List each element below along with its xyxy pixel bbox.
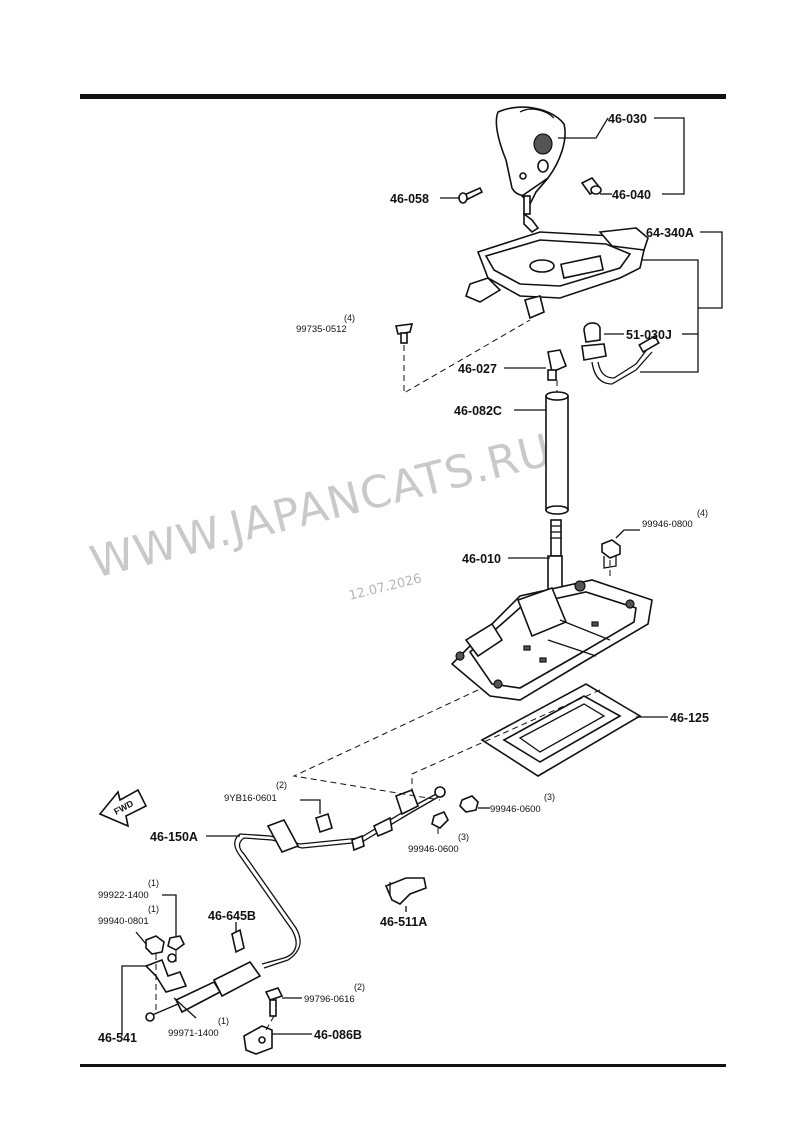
label-99946-0600-a: 99946-0600 (490, 804, 541, 815)
shift-knob (495, 106, 566, 206)
label-99735-0512: 99735-0512 (296, 324, 347, 335)
label-46-541: 46-541 (98, 1031, 137, 1045)
label-99946-0800: 99946-0800 (642, 519, 693, 530)
bottom-rule (80, 1064, 726, 1067)
label-99922-1400: 99922-1400 (98, 890, 149, 901)
callout-labels: 46-030 46-040 46-058 64-340A (4) 99735-0… (98, 112, 709, 1045)
watermark-date: 12.07.2026 (347, 571, 423, 604)
label-64-340A: 64-340A (646, 226, 694, 240)
leader-lines (121, 117, 723, 1036)
assembly-lines (155, 319, 611, 1031)
shift-tube (545, 391, 569, 515)
fwd-arrow-icon: FWD (98, 788, 148, 828)
qty-99940-0801: (1) (148, 904, 159, 914)
label-46-040: 46-040 (612, 188, 651, 202)
shift-clip (547, 349, 568, 381)
bolt (264, 987, 284, 1017)
panel-screw (395, 323, 414, 344)
indicator-panel (465, 227, 649, 320)
top-rule (80, 94, 726, 99)
label-46-058: 46-058 (390, 192, 429, 206)
cable-bracket (384, 877, 427, 905)
label-99946-0600-b: 99946-0600 (408, 844, 459, 855)
label-46-082C: 46-082C (454, 404, 502, 418)
qty-99796-0616: (2) (354, 982, 365, 992)
qty-9YB16-0601: (2) (276, 780, 287, 790)
label-46-511A: 46-511A (380, 915, 427, 929)
base-nut (601, 539, 621, 569)
knob-rod (523, 195, 540, 234)
cable-clip (315, 812, 333, 834)
qty-99735-0512: (4) (344, 313, 355, 323)
label-46-086B: 46-086B (314, 1028, 362, 1042)
label-46-150A: 46-150A (150, 830, 198, 844)
qty-99922-1400: (1) (148, 878, 159, 888)
label-99940-0801: 99940-0801 (98, 916, 149, 927)
knob-button (580, 176, 602, 196)
label-46-125: 46-125 (670, 711, 709, 725)
label-99796-0616: 99796-0616 (304, 994, 355, 1005)
indicator-bulb (581, 322, 660, 385)
label-51-030J: 51-030J (626, 328, 672, 342)
cable-nut (431, 786, 479, 829)
shift-lever-assembly (450, 519, 653, 701)
shift-cable (145, 788, 441, 1022)
base-gasket (480, 683, 642, 777)
qty-99946-0600-b: (3) (458, 832, 469, 842)
label-46-030: 46-030 (608, 112, 647, 126)
label-9YB16-0601: 9YB16-0601 (224, 793, 277, 804)
qty-99946-0800: (4) (697, 508, 708, 518)
label-46-645B: 46-645B (208, 909, 256, 923)
knob-screw (458, 186, 484, 204)
label-46-010: 46-010 (462, 552, 501, 566)
lever-bracket (144, 935, 188, 993)
qty-99971-1400: (1) (218, 1016, 229, 1026)
label-99971-1400: 99971-1400 (168, 1028, 219, 1039)
label-46-027: 46-027 (458, 362, 497, 376)
cable-bracket-lower (243, 1025, 273, 1055)
cable-retainer-clip (231, 928, 245, 954)
qty-99946-0600-a: (3) (544, 792, 555, 802)
